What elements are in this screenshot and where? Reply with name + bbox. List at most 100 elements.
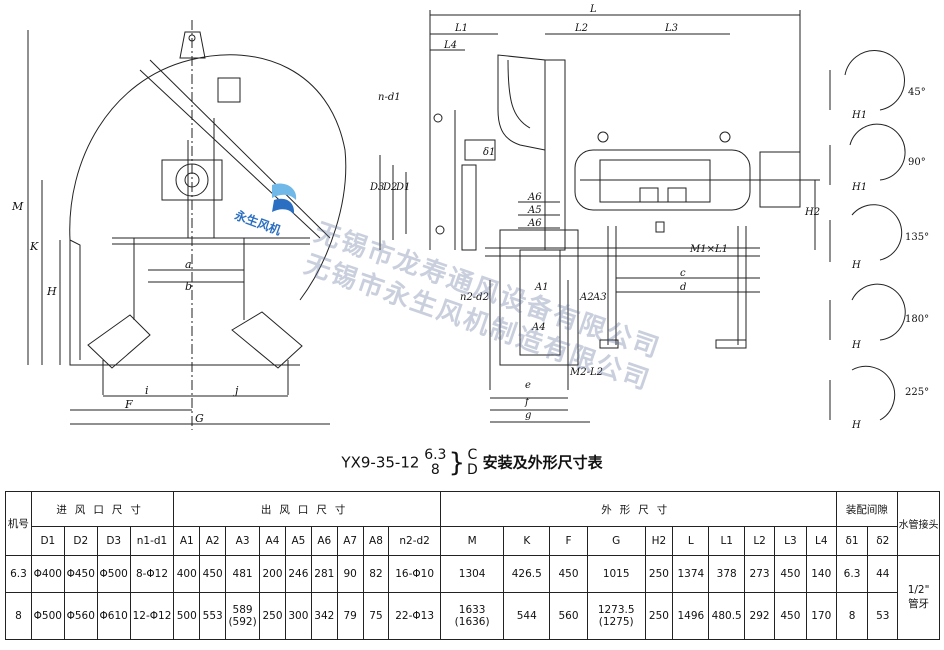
label-a: a: [185, 258, 192, 271]
label-D3: D3: [369, 182, 384, 193]
label-M2-L2: M2-L2: [569, 367, 603, 378]
label-g: g: [525, 410, 531, 421]
brand-logo: [272, 183, 297, 214]
table-cell: 480.5: [708, 592, 746, 640]
table-cell: 200: [259, 555, 286, 593]
col-header: L2: [744, 526, 775, 556]
col-header: A1: [173, 526, 201, 556]
col-header: L4: [805, 526, 837, 556]
col-header: A7: [336, 526, 364, 556]
label-b: b: [185, 280, 192, 293]
angle-h-225: H: [851, 420, 861, 431]
table-cell: 250: [644, 555, 674, 593]
table-cell: 44: [867, 555, 899, 593]
label-A2: A2: [579, 292, 594, 303]
col-header: K: [503, 526, 551, 556]
table-cell: 426.5: [503, 555, 551, 593]
table-cell: Φ500: [96, 555, 131, 593]
table-cell: 300: [284, 592, 312, 640]
header-gap: 装配间隙: [835, 491, 899, 527]
col-header: δ2: [867, 526, 899, 556]
label-d: d: [680, 282, 686, 293]
table-cell: 8: [835, 592, 869, 640]
table-cell: Φ400: [30, 555, 65, 593]
table-cell: 450: [549, 555, 588, 593]
label-A6-b: A6: [527, 218, 542, 229]
col-header: M: [439, 526, 505, 556]
table-cell: Φ560: [63, 592, 98, 640]
col-header: D3: [96, 526, 131, 556]
table-cell: 1496: [672, 592, 710, 640]
table-cell: 589(592): [225, 592, 261, 640]
table-cell: Φ610: [96, 592, 131, 640]
label-e: e: [525, 380, 531, 391]
dimension-table: 机号 进风口尺寸 出风口尺寸 外形尺寸 装配间隙 水管接头 D1 D2 D3 n…: [5, 491, 940, 640]
caption-model: YX9-35-12: [341, 453, 420, 472]
cell-alt-value: (1275): [598, 616, 634, 628]
table-cell: 400: [173, 555, 201, 593]
col-header: A8: [362, 526, 390, 556]
row-id: 8: [5, 592, 32, 640]
label-f: f: [524, 397, 531, 408]
table-cell: 553: [199, 592, 227, 640]
col-header: A3: [225, 526, 261, 556]
col-header: L1: [708, 526, 746, 556]
col-header: A6: [310, 526, 338, 556]
angle-h-180: H: [851, 340, 861, 351]
label-L4: L4: [443, 40, 457, 51]
label-H: H: [46, 285, 57, 298]
caption-size-bottom: 8: [430, 462, 440, 478]
label-F: F: [124, 398, 133, 411]
label-D1: D1: [395, 182, 410, 193]
table-row: 8 Φ500 Φ560 Φ610 12-Φ12 500 553 589(592)…: [5, 592, 940, 640]
label-A4: A4: [531, 322, 546, 333]
table-cell: 1374: [672, 555, 710, 593]
table-cell: 90: [336, 555, 364, 593]
table-cell: 500: [173, 592, 201, 640]
technical-drawing: M K H a b i j F G L L1 L2 L3 L4 n-d1 δ1 …: [11, 4, 929, 431]
caption-size-fraction: 6.3 8: [424, 448, 446, 478]
table-cell: 250: [644, 592, 674, 640]
label-n-d1: n-d1: [378, 92, 401, 103]
caption-brace: }: [448, 448, 465, 478]
cell-value: 589: [232, 604, 253, 616]
angle-h-135: H: [851, 260, 861, 271]
table-cell: 292: [744, 592, 775, 640]
caption-type-bottom: D: [467, 462, 478, 478]
label-A1: A1: [534, 282, 549, 293]
label-L2: L2: [574, 23, 588, 34]
col-header: A5: [284, 526, 312, 556]
header-inlet: 进风口尺寸: [30, 491, 175, 527]
caption-size-top: 6.3: [424, 447, 447, 463]
table-cell: 1304: [439, 555, 505, 593]
header-machine: 机号: [5, 491, 32, 556]
angle-45: 45°: [908, 87, 926, 98]
angle-90: 90°: [908, 157, 926, 168]
label-M1xL1: M1×L1: [689, 244, 728, 255]
header-outline: 外形尺寸: [439, 491, 837, 527]
label-L3: L3: [664, 23, 678, 34]
col-header: L: [672, 526, 710, 556]
col-header: δ1: [835, 526, 869, 556]
col-header: H2: [644, 526, 674, 556]
table-cell: 8-Φ12: [129, 555, 175, 593]
table-cell: 481: [225, 555, 261, 593]
col-header: A2: [199, 526, 227, 556]
col-header: A4: [259, 526, 286, 556]
cell-alt-value: (1636): [454, 616, 490, 628]
table-row: 6.3 Φ400 Φ450 Φ500 8-Φ12 400 450 481 200…: [5, 555, 940, 640]
table-cell: 79: [336, 592, 364, 640]
table-cell: 82: [362, 555, 390, 593]
water-connection-cell: 1/2" 管牙: [897, 555, 940, 640]
label-K: K: [29, 240, 39, 253]
table-cell: 342: [310, 592, 338, 640]
table-cell: Φ500: [30, 592, 65, 640]
label-A5: A5: [527, 205, 542, 216]
front-view: [27, 20, 347, 430]
cell-value: 1273.5: [597, 604, 635, 616]
angle-h-45: H1: [851, 110, 867, 121]
table-cell: 450: [199, 555, 227, 593]
table-cell: 22-Φ13: [388, 592, 441, 640]
label-A3: A3: [592, 292, 607, 303]
label-D2: D2: [382, 182, 397, 193]
